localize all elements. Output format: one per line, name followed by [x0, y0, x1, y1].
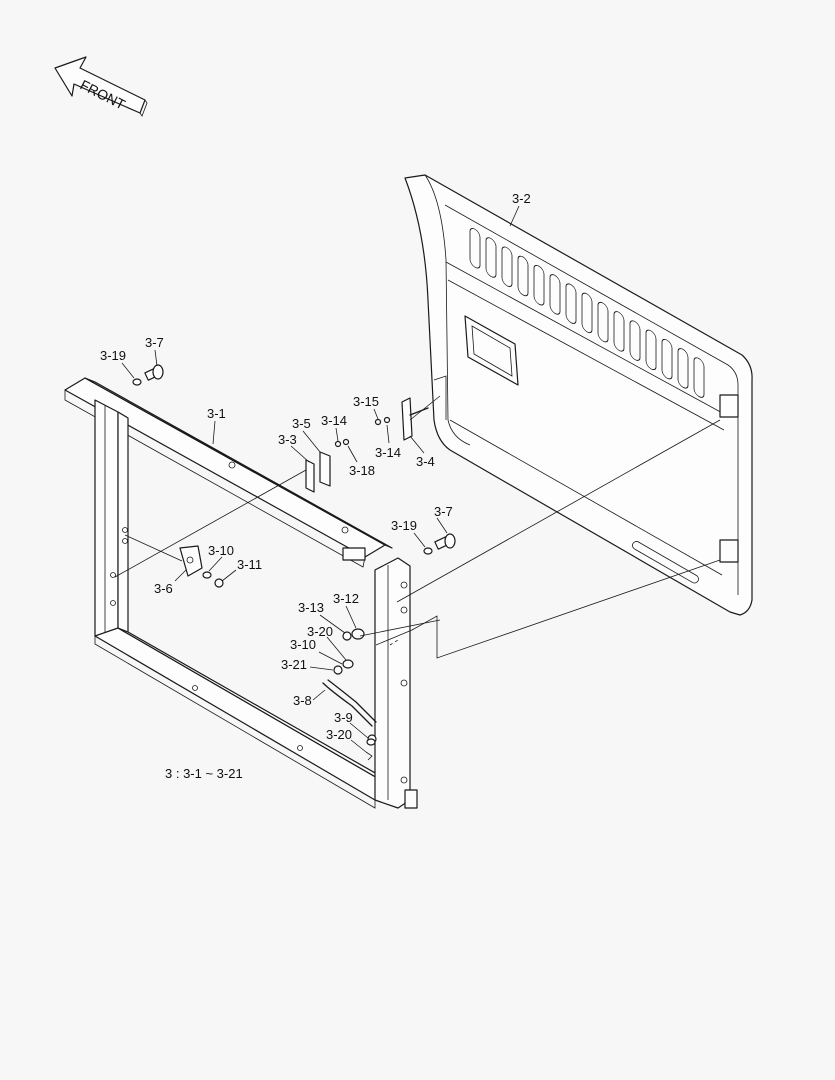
leader-lines — [121, 205, 520, 753]
label-3-8: 3-8 — [293, 693, 312, 708]
label-3-3: 3-3 — [278, 432, 297, 447]
label-3-20-a: 3-20 — [307, 624, 333, 639]
label-3-5: 3-5 — [292, 416, 311, 431]
access-window — [464, 315, 519, 386]
label-3-1: 3-1 — [207, 406, 226, 421]
bracket-3-3 — [305, 451, 331, 493]
label-3-11: 3-11 — [237, 557, 262, 572]
label-3-2: 3-2 — [512, 191, 531, 206]
label-3-14-b: 3-14 — [375, 445, 401, 460]
label-3-14-a: 3-14 — [321, 413, 347, 428]
hinge-lower — [719, 539, 739, 563]
label-3-20-b: 3-20 — [326, 727, 352, 742]
label-3-19-top: 3-19 — [100, 348, 126, 363]
label-3-21: 3-21 — [281, 657, 307, 672]
front-arrow: FRONT — [54, 56, 148, 117]
part-labels: 3-2 3-1 3-7 3-19 3-5 3-3 3-14 3-18 3-15 … — [100, 191, 531, 742]
label-3-13: 3-13 — [298, 600, 324, 615]
label-3-19-mid: 3-19 — [391, 518, 417, 533]
label-3-18: 3-18 — [349, 463, 375, 478]
louver-slots — [469, 228, 705, 398]
label-3-6: 3-6 — [154, 581, 173, 596]
bracket-3-4 — [401, 397, 429, 441]
label-3-9: 3-9 — [334, 710, 353, 725]
rear-panel — [404, 174, 753, 616]
label-3-7-top: 3-7 — [145, 335, 164, 350]
label-3-10-b: 3-10 — [290, 637, 316, 652]
label-3-12: 3-12 — [333, 591, 359, 606]
hinge-upper — [719, 394, 739, 418]
label-3-10-a: 3-10 — [208, 543, 234, 558]
label-3-4: 3-4 — [416, 454, 435, 469]
label-3-7-mid: 3-7 — [434, 504, 453, 519]
assembly-lines — [114, 395, 721, 659]
hardware — [132, 364, 456, 761]
frame — [64, 377, 418, 809]
bracket-3-6 — [179, 545, 203, 577]
label-3-15: 3-15 — [353, 394, 379, 409]
assembly-caption: 3 : 3-1 ~ 3-21 — [165, 766, 243, 781]
